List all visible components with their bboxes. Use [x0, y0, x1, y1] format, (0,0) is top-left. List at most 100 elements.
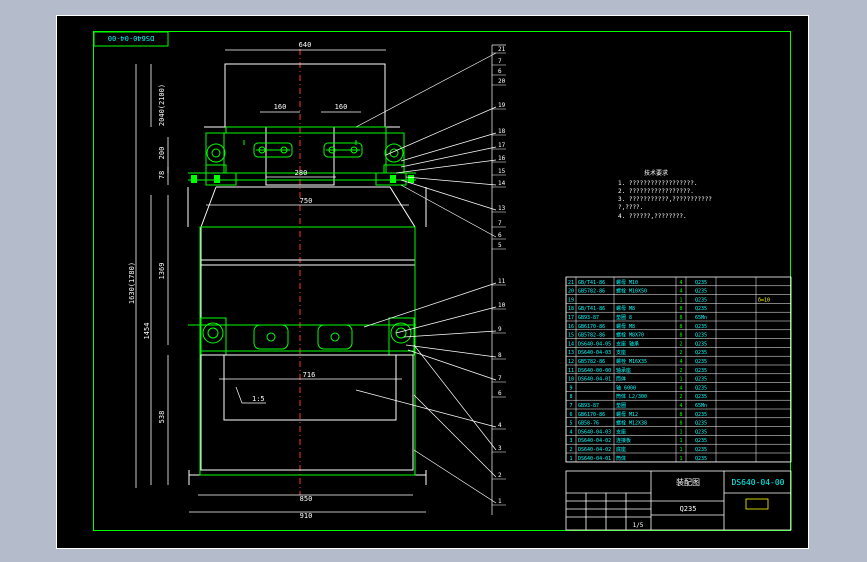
bom-cell: Q235	[695, 350, 707, 356]
bom-cell: 2	[569, 447, 572, 453]
bom-cell: GB6170-86	[578, 324, 605, 330]
callout-11: 11	[498, 278, 506, 285]
bom-cell: 8	[679, 315, 682, 321]
bom-cell: 螺栓 M10X50	[616, 288, 647, 295]
lower-shell-green	[199, 226, 416, 476]
dim-upper-width: 750	[300, 197, 313, 205]
bom-cell: 1	[569, 456, 572, 462]
bom-cell: 螺栓 M8X70	[616, 332, 644, 339]
bom-cell: GB/T41-86	[578, 280, 605, 286]
upper-bearing-right	[383, 143, 405, 174]
upper-hopper	[204, 63, 400, 186]
dim-lower-width: 716	[303, 371, 316, 379]
callout-21: 21	[498, 46, 506, 53]
bom-cell: 19	[568, 297, 574, 303]
upper-bearing-left	[205, 143, 227, 174]
bom-cell: 3	[569, 438, 572, 444]
bom-cell: 10	[568, 377, 574, 383]
bom-cell: 螺栓 M12X38	[616, 420, 647, 427]
bom-cell: GB93-87	[578, 403, 599, 409]
bom-cell: 轴承座	[616, 367, 631, 374]
scale-text: 1:5	[252, 395, 265, 403]
bom-cell: 7	[569, 403, 572, 409]
callout-5: 5	[498, 242, 502, 249]
bom-cell: 轴 6000	[616, 384, 636, 391]
bom-cell: 9	[569, 385, 572, 391]
dimension-texts: 640 160 160 280 750 716 850 910 2040(210…	[128, 41, 347, 520]
bom-cell: Q235	[695, 447, 707, 453]
bom-cell: DS640-04-01	[578, 456, 611, 462]
bom-cell: 8	[679, 421, 682, 427]
callout-6: 6	[498, 390, 502, 397]
bom-cell: 65Mn	[695, 315, 707, 321]
callout-7: 7	[498, 375, 502, 382]
upper-bolts	[191, 175, 414, 183]
bom-cell: 支座 轴承	[616, 340, 639, 347]
bom-cell: GB93-87	[578, 315, 599, 321]
dim-mid-height-2: 1369	[158, 263, 166, 280]
bom-cell: 8	[679, 333, 682, 339]
callout-15: 15	[498, 168, 506, 175]
bom-cell: Q235	[695, 333, 707, 339]
bom-cell: Q235	[695, 324, 707, 330]
callout-18: 18	[498, 128, 506, 135]
outer-border	[56, 15, 809, 549]
bom-cell: 垫圈	[616, 402, 626, 409]
bom-cell: 8	[679, 306, 682, 312]
callout-6: 6	[498, 68, 502, 75]
bom-cell: Q235	[695, 341, 707, 347]
dim-left-height-3: 78	[158, 171, 166, 179]
bom-cell: 4	[679, 289, 682, 295]
callout-column	[491, 44, 506, 515]
bom-cell: 4	[679, 403, 682, 409]
bom-cell: 12	[568, 359, 574, 365]
callout-6: 6	[498, 232, 502, 239]
bom-cell: 螺母 M8	[616, 305, 635, 312]
bom-cell: Q235	[695, 385, 707, 391]
bom-cell: 13	[568, 350, 574, 356]
bom-cell: GB6170-86	[578, 412, 605, 418]
bom-cell: Q235	[695, 412, 707, 418]
note-line-5: 4. ??????,????????.	[618, 213, 687, 220]
bom-cell: Q235	[695, 368, 707, 374]
callout-13: 13	[498, 205, 506, 212]
note-line-4: ?,????.	[618, 204, 643, 211]
drawing-number: DS640-04-00	[732, 478, 785, 487]
middle-shell	[187, 186, 427, 320]
bom-cell: 18	[568, 306, 574, 312]
bom-grid	[565, 277, 792, 463]
dim-left-height-1: 2040(2100)	[158, 84, 166, 126]
bom-cell: Q235	[695, 280, 707, 286]
bom-cell: 14	[568, 341, 574, 347]
callout-3: 3	[498, 445, 502, 452]
bom-cell: 8	[679, 412, 682, 418]
dim-top-width: 640	[299, 41, 312, 49]
bom-cell: DS640-04-02	[578, 447, 611, 453]
material-mark: Q235	[680, 505, 697, 513]
callout-9: 9	[498, 326, 502, 333]
bom-cell: 65Mn	[695, 403, 707, 409]
callout-10: 10	[498, 302, 506, 309]
bom-cell: 垫圈 8	[616, 314, 632, 321]
bom-cell: 螺母 M8	[616, 323, 635, 330]
bom-cell: 15	[568, 333, 574, 339]
bom-cell: Q235	[695, 429, 707, 435]
bom-cell: 螺栓 M16X35	[616, 358, 647, 365]
callout-1: 1	[498, 498, 502, 505]
bom-cell: GB5782-86	[578, 289, 605, 295]
bom-cell: 支座	[616, 428, 626, 435]
bom-cell: DS640-00-00	[578, 368, 611, 374]
bom-cell: 筒体	[616, 376, 626, 383]
callout-7: 7	[498, 220, 502, 227]
bom-cell: 筒体	[616, 455, 626, 462]
callout-19: 19	[498, 102, 506, 109]
bom-cell: 4	[679, 385, 682, 391]
corner-title-box: DS640-04-00	[93, 31, 169, 47]
dim-mid-span: 280	[295, 169, 308, 177]
bom-cell: 1	[679, 429, 682, 435]
bom-cell: 1	[679, 447, 682, 453]
bom-cell: 20	[568, 289, 574, 295]
bom-cell: DS640-04-05	[578, 341, 611, 347]
bom-cell: δ=10	[758, 297, 770, 303]
bom-cell: 2	[679, 350, 682, 356]
